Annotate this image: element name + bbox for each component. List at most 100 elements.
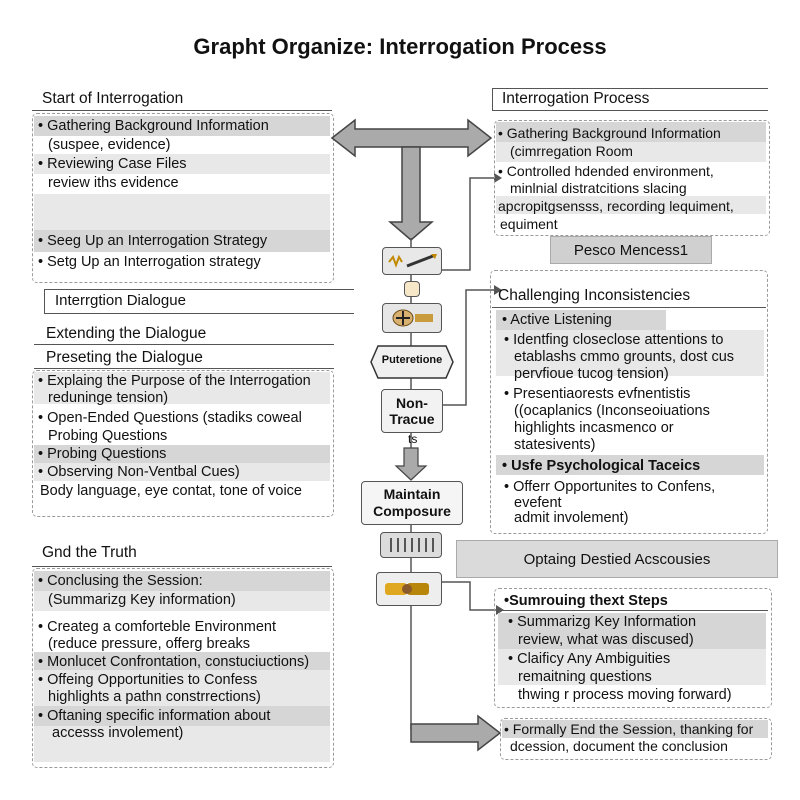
truth-line-2: (Summarizg Key information) [48, 592, 236, 608]
dialogue-left-rule [44, 289, 45, 313]
right-connector-lower [440, 581, 496, 611]
icon-node-3 [380, 532, 442, 558]
challenging-line-9: • Usfe Psychological Taceics [502, 458, 701, 474]
preseting-heading: Preseting the Dialogue [46, 349, 203, 366]
dialogue-bottom-rule [44, 313, 354, 314]
challenging-line-6: ((ocaplanics (Inconseoiuations [514, 403, 710, 419]
process-heading-rule [492, 110, 768, 111]
truth-band-5 [34, 706, 330, 726]
dialogue-line-7: Body language, eye contat, tone of voice [40, 483, 302, 499]
pesco-label: Pesco Mencess1 [573, 241, 689, 259]
start-heading: Start of Interrogation [42, 90, 184, 107]
right-connector-mid [430, 289, 494, 406]
pesco-band: Pesco Mencess1 [550, 236, 712, 264]
process-band-1 [496, 122, 766, 142]
challenging-line-5: • Presentiaorests evfnentistis [504, 386, 691, 402]
puteretione-label: Puteretione [381, 354, 443, 366]
dialogue-line-3: • Open-Ended Questions (stadiks coweal [38, 410, 302, 426]
icon-node-1 [382, 247, 442, 275]
start-band [34, 116, 330, 136]
challenging-line-4: pervfioue tucog tension) [514, 366, 669, 382]
start-band-2 [34, 154, 330, 174]
small-label: ts [408, 432, 418, 446]
puteretione-node: Puteretione [370, 345, 454, 379]
end-line-2: dcession, document the conclusion [510, 738, 728, 754]
truth-band-1 [34, 571, 330, 591]
process-band-3 [496, 196, 766, 214]
start-line-4: review iths evidence [48, 175, 179, 191]
steps-band-2 [498, 649, 766, 685]
process-line-6: equiment [500, 216, 558, 232]
challenging-line-2: • Identfing closeclose attentions to [504, 332, 724, 348]
truth-band-6 [34, 726, 330, 762]
challenging-line-3: etablashs cmmo grounts, dost cus [514, 349, 735, 365]
top-double-arrow [330, 118, 493, 158]
process-top-rule [492, 88, 768, 89]
process-line-4: minlnial distratcitions slacing [510, 180, 687, 196]
dialogue-band-2 [34, 445, 330, 463]
dialogue-band-1 [34, 372, 330, 404]
optaing-label: Optaing Destied Acscousies [523, 550, 711, 568]
dialogue-heading: Interrgtion Dialogue [55, 292, 186, 309]
end-line-1: • Formally End the Session, thanking for [504, 721, 754, 737]
steps-line-3: • Claificy Any Ambiguities [508, 651, 671, 667]
steps-line-2: review, what was discused) [518, 632, 694, 648]
truth-line-4: (reduce pressure, offerg breaks [48, 636, 251, 652]
steps-rule [496, 610, 768, 611]
process-line-3: • Controlled hdended environment, [498, 163, 714, 179]
challenging-line-11: evefent [514, 495, 562, 511]
bars-icon [390, 538, 434, 552]
challenging-band-2 [496, 330, 764, 376]
truth-line-7: highlights a pathn constrrections) [48, 689, 261, 705]
challenging-rule [492, 307, 766, 308]
truth-line-3: • Createg a comforteble Environment [38, 619, 276, 635]
diagram-title: Grapht Organize: Interrogation Process [193, 34, 607, 59]
strategy-line-1: • Seeg Up an Interrogation Strategy [38, 233, 268, 249]
dialogue-band-3 [34, 463, 330, 481]
truth-rule [32, 566, 332, 567]
challenging-panel [490, 270, 768, 534]
dialogue-line-2: reduninge tension) [48, 390, 169, 406]
start-line-3: • Reviewing Case Files [38, 156, 187, 172]
truth-line-5: • Monlucet Confrontation, constuciuction… [38, 654, 310, 670]
mid-down-arrow [394, 447, 428, 481]
icon-node-2 [382, 303, 442, 333]
start-line-1: • Gathering Background Information [38, 118, 269, 134]
truth-line-8: • Oftaning specific information about [38, 708, 271, 724]
dialogue-line-4: Probing Questions [48, 428, 168, 444]
truth-band-3 [34, 652, 330, 670]
challenging-line-8: statesivents) [514, 437, 596, 453]
handshake-icon [385, 583, 429, 595]
pen-icon [388, 254, 437, 268]
hexagon-shape [370, 345, 454, 379]
truth-line-1: • Conclusing the Session: [38, 573, 203, 589]
start-heading-rule [32, 110, 332, 111]
challenging-line-7: highlights incasmenco or [514, 420, 674, 436]
truth-heading: Gnd the Truth [42, 544, 137, 561]
process-line-1: • Gathering Background Information [498, 125, 721, 141]
steps-line-4: remaitning questions [518, 669, 652, 685]
extending-heading: Extending the Dialogue [46, 325, 207, 342]
preseting-rule [34, 368, 334, 369]
truth-panel [32, 568, 334, 768]
process-band-2 [496, 142, 766, 162]
challenging-heading: Challenging Inconsistencies [498, 287, 691, 304]
start-band-3 [34, 194, 330, 230]
top-down-arrow [387, 146, 435, 241]
steps-line-1: • Summarizg Key Information [508, 614, 697, 630]
process-line-5: apcropitgsensss, recording lequiment, [498, 198, 734, 214]
end-panel [500, 718, 772, 760]
start-panel [32, 113, 334, 283]
small-box-icon [404, 281, 420, 297]
challenging-line-1: • Active Listening [502, 312, 612, 328]
process-left-rule [492, 88, 493, 110]
process-line-2: (cimrregation Room [510, 143, 633, 159]
process-panel [494, 120, 770, 236]
steps-line-5: thwing r process moving forward) [518, 687, 732, 703]
truth-line-6: • Offeing Opportunities to Confess [38, 672, 258, 688]
right-connector-upper-head [494, 173, 502, 183]
icon-node-4 [376, 572, 442, 606]
optaing-band: Optaing Destied Acscousies [456, 540, 778, 578]
steps-panel [494, 588, 772, 708]
